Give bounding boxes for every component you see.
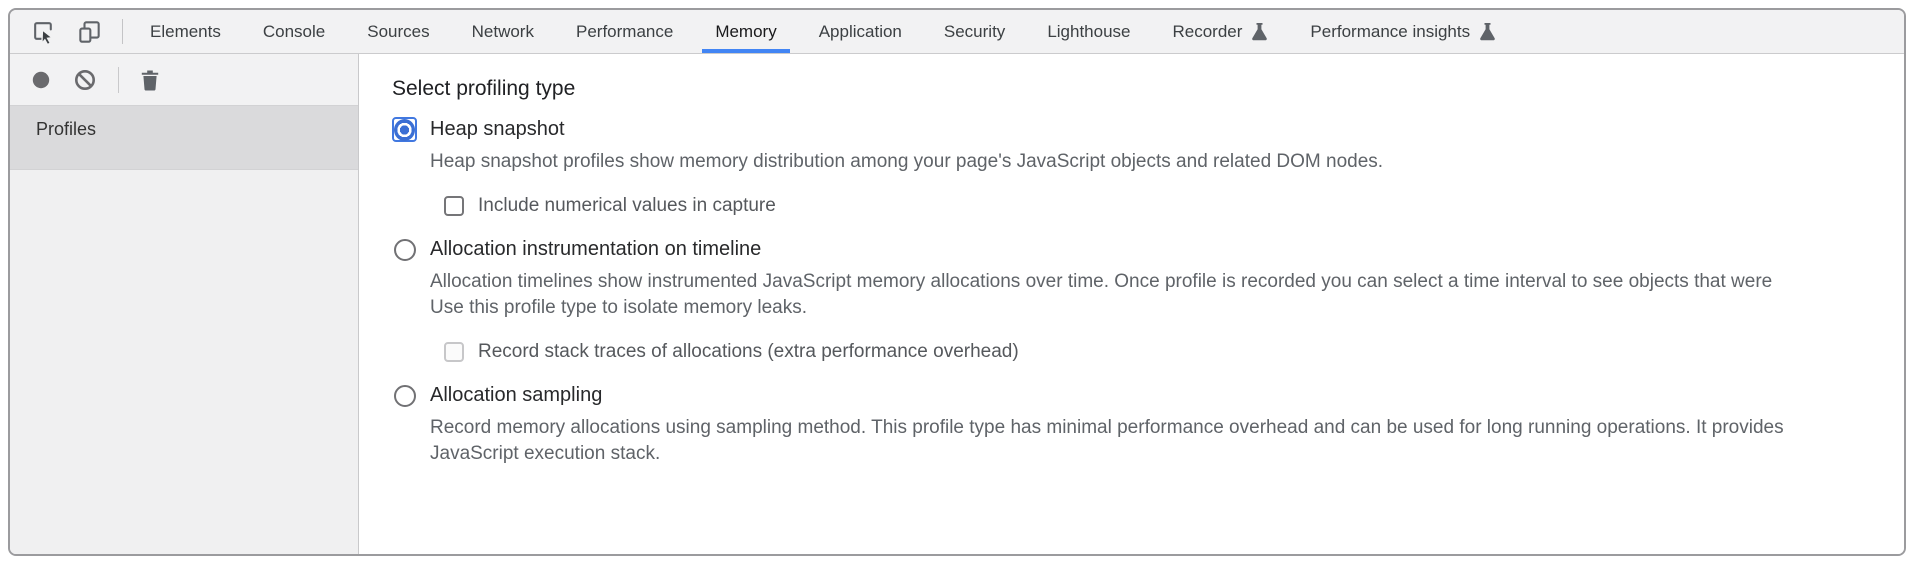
heap-snapshot-radio-row[interactable]: Heap snapshot xyxy=(392,117,1904,142)
allocation-sampling-radio-row[interactable]: Allocation sampling xyxy=(392,383,1904,408)
heap-snapshot-description: Heap snapshot profiles show memory distr… xyxy=(430,151,1384,172)
allocation-timeline-description-line1: Allocation timelines show instrumented J… xyxy=(430,271,1773,292)
toolbar-separator xyxy=(118,66,119,93)
profiles-list-empty-area xyxy=(10,170,358,554)
devtools-tabbar: Elements Console Sources Network Perform… xyxy=(10,10,1904,54)
option-allocation-sampling: Allocation sampling Record memory alloca… xyxy=(392,383,1904,467)
page-title: Select profiling type xyxy=(392,77,576,100)
clear-profiles-button[interactable] xyxy=(70,65,100,95)
heap-snapshot-radio[interactable] xyxy=(392,117,417,142)
include-numerical-values-label: Include numerical values in capture xyxy=(478,195,776,216)
allocation-timeline-radio-row[interactable]: Allocation instrumentation on timeline xyxy=(392,237,1904,262)
include-numerical-values-row[interactable]: Include numerical values in capture xyxy=(444,195,1904,217)
start-profiling-button[interactable] xyxy=(26,65,56,95)
record-stack-traces-label: Record stack traces of allocations (extr… xyxy=(478,341,1019,362)
delete-profile-button[interactable] xyxy=(135,65,165,95)
allocation-timeline-description-line2: Use this profile type to isolate memory … xyxy=(430,297,807,318)
tab-lighthouse[interactable]: Lighthouse xyxy=(1047,21,1131,41)
option-allocation-timeline: Allocation instrumentation on timeline A… xyxy=(392,237,1904,363)
delete-icon xyxy=(139,68,161,92)
tab-security[interactable]: Security xyxy=(943,21,1006,41)
allocation-timeline-radio[interactable] xyxy=(392,237,417,262)
inspect-icon xyxy=(31,19,56,44)
tab-network[interactable]: Network xyxy=(471,21,534,41)
record-icon xyxy=(30,69,52,91)
tab-memory[interactable]: Memory xyxy=(694,10,797,53)
inspect-element-button[interactable] xyxy=(30,19,56,45)
heap-snapshot-label: Heap snapshot xyxy=(430,118,565,140)
tab-performance[interactable]: Performance xyxy=(575,21,674,41)
panel-body: Profiles Select profiling type Heap snap… xyxy=(10,54,1904,554)
devtools-panel: Elements Console Sources Network Perform… xyxy=(8,8,1906,556)
include-numerical-values-checkbox[interactable] xyxy=(444,196,464,216)
tab-elements[interactable]: Elements xyxy=(150,21,221,41)
allocation-sampling-radio[interactable] xyxy=(392,383,417,408)
device-toolbar-button[interactable] xyxy=(76,19,102,45)
option-heap-snapshot: Heap snapshot Heap snapshot profiles sho… xyxy=(392,117,1904,217)
allocation-timeline-label: Allocation instrumentation on timeline xyxy=(430,238,762,260)
profiles-toolbar xyxy=(10,54,358,106)
allocation-sampling-description-line2: JavaScript execution stack. xyxy=(430,443,661,464)
tab-performance-insights[interactable]: Performance insights xyxy=(1289,10,1517,53)
record-stack-traces-row[interactable]: Record stack traces of allocations (extr… xyxy=(444,341,1904,363)
allocation-sampling-description-line1: Record memory allocations using sampling… xyxy=(430,417,1784,438)
record-stack-traces-checkbox[interactable] xyxy=(444,342,464,362)
profiles-label: Profiles xyxy=(36,119,97,139)
tabbar-separator xyxy=(122,19,123,44)
device-toolbar-icon xyxy=(77,19,102,44)
clear-icon xyxy=(73,68,97,92)
experiment-flask-icon xyxy=(1251,22,1268,41)
allocation-sampling-label: Allocation sampling xyxy=(430,384,603,406)
tab-application[interactable]: Application xyxy=(818,21,902,41)
experiment-flask-icon xyxy=(1479,22,1496,41)
sidebar-item-profiles[interactable]: Profiles xyxy=(10,106,358,170)
profiles-sidebar: Profiles xyxy=(10,54,359,554)
tab-strip: Elements Console Sources Network Perform… xyxy=(129,10,1517,53)
tab-recorder[interactable]: Recorder xyxy=(1152,10,1290,53)
tab-console[interactable]: Console xyxy=(262,21,326,41)
tab-sources[interactable]: Sources xyxy=(367,21,430,41)
tabbar-tools xyxy=(10,10,116,53)
profiling-type-panel: Select profiling type Heap snapshot Heap… xyxy=(359,54,1904,554)
